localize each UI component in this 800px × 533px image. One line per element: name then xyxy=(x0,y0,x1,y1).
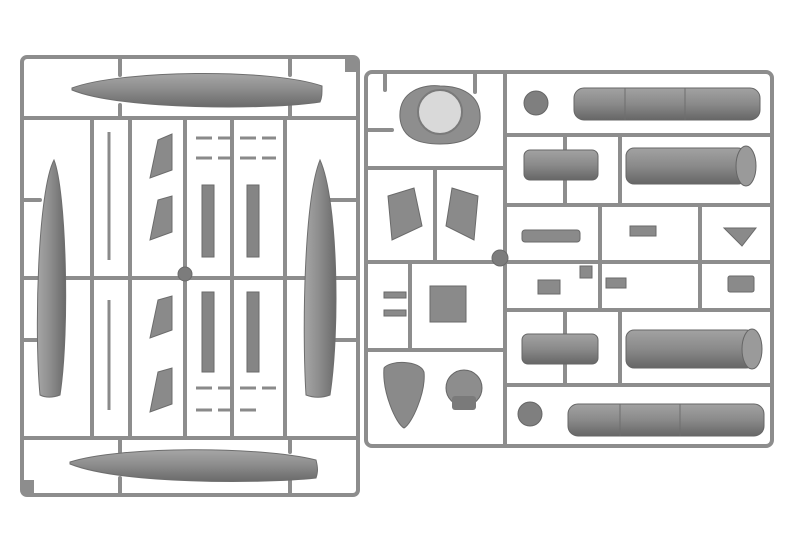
sprue-hub xyxy=(491,249,509,267)
sprue-hub xyxy=(177,266,193,282)
wheel-part xyxy=(445,369,483,410)
small-parts xyxy=(383,225,758,323)
drop-tank-top xyxy=(71,72,323,108)
sprue-tab xyxy=(345,58,357,72)
drop-tank-left xyxy=(36,158,67,398)
nose-ring xyxy=(399,85,481,145)
rack-parts xyxy=(201,184,260,373)
right-sprue-frame xyxy=(364,70,774,448)
canopy-frame xyxy=(383,362,425,429)
drop-tank-right xyxy=(303,158,337,398)
tail-pipe-bottom xyxy=(567,403,765,437)
fin-parts xyxy=(149,133,173,413)
sprue-tab xyxy=(22,480,34,494)
left-sprue xyxy=(20,55,360,497)
exhaust-nozzle-lower xyxy=(521,328,763,370)
drop-tank-bottom xyxy=(69,449,318,482)
round-cap xyxy=(523,90,549,116)
small-clip-parts xyxy=(196,136,276,412)
right-sprue xyxy=(364,70,774,448)
round-cap xyxy=(517,401,543,427)
exhaust-nozzle-upper xyxy=(523,145,757,187)
tail-pipe-top xyxy=(573,87,761,121)
seat-bulkhead-parts xyxy=(387,187,479,241)
